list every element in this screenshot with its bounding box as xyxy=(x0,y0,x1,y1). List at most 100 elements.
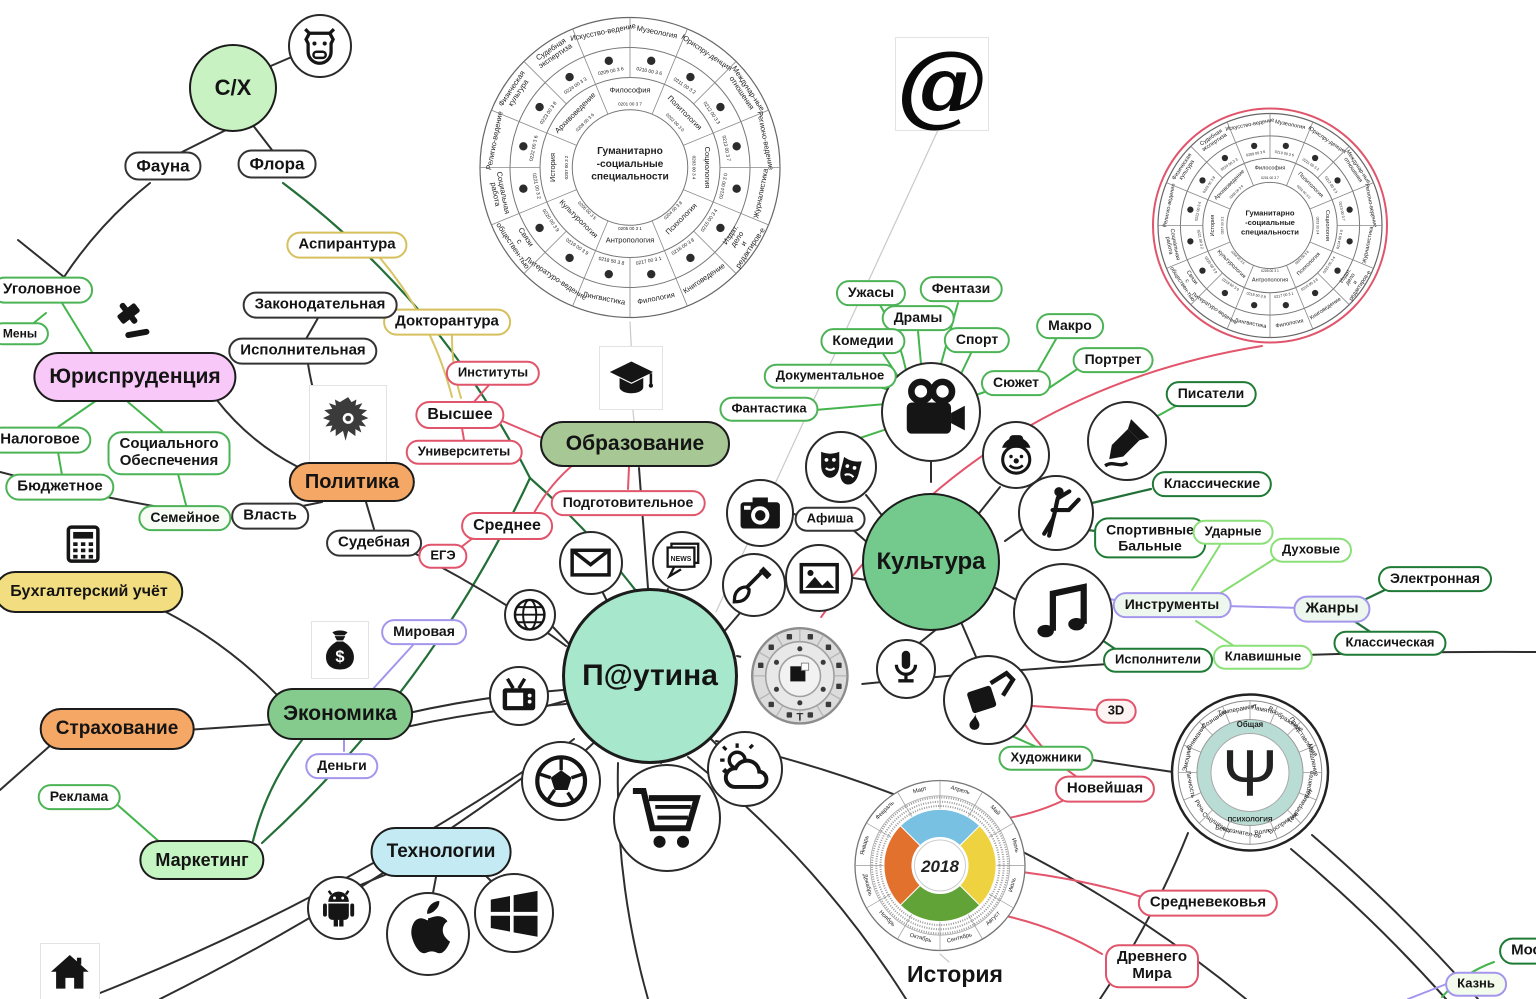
node-history-label[interactable]: История xyxy=(907,961,1003,988)
node-politics[interactable]: Политика xyxy=(288,462,416,502)
pill-khudozhniki[interactable]: Художники xyxy=(998,745,1094,771)
weather-icon[interactable] xyxy=(707,731,783,807)
pill-afisha[interactable]: Афиша xyxy=(794,506,866,532)
pill-klassicheskie[interactable]: Классические xyxy=(1151,471,1273,497)
pill-semeynoe[interactable]: Семейное xyxy=(138,505,232,531)
pill-makro[interactable]: Макро xyxy=(1036,313,1104,339)
clown-icon[interactable] xyxy=(982,421,1050,489)
gavel-icon[interactable] xyxy=(99,289,161,351)
ballet-icon[interactable] xyxy=(1018,475,1094,551)
design-tools-wheel-icon[interactable]: T xyxy=(738,614,862,738)
pill-aspirantura[interactable]: Аспирантура xyxy=(286,231,408,259)
pill-klavishnye[interactable]: Клавишные xyxy=(1212,644,1314,670)
pill-noveyshaya[interactable]: Новейшая xyxy=(1054,775,1156,803)
node-insurance[interactable]: Страхование xyxy=(39,708,195,750)
pill-3d[interactable]: 3D xyxy=(1095,698,1137,724)
image-icon[interactable] xyxy=(785,544,853,612)
soccer-icon[interactable] xyxy=(521,741,601,821)
pill-flora[interactable]: Флора xyxy=(237,149,317,179)
home-icon[interactable] xyxy=(40,943,100,999)
pill-podgotovitelnoe[interactable]: Подготовительное xyxy=(550,490,706,516)
apple-icon[interactable] xyxy=(386,892,470,976)
pill-sportivnye-balnye[interactable]: Спортивные Бальные xyxy=(1094,517,1206,559)
pill-portret[interactable]: Портрет xyxy=(1072,347,1154,373)
tv-icon[interactable] xyxy=(489,666,549,726)
pill-doktorantura[interactable]: Докторантура xyxy=(383,308,511,336)
pill-meny[interactable]: Мены xyxy=(0,322,50,346)
pill-pisateli[interactable]: Писатели xyxy=(1165,381,1257,407)
pill-elektronnaya[interactable]: Электронная xyxy=(1378,566,1492,592)
mic-icon[interactable] xyxy=(876,639,936,699)
pill-mirovaya[interactable]: Мировая xyxy=(381,619,467,645)
pill-dokumentalnoe[interactable]: Документальное xyxy=(763,363,897,389)
pill-klassicheskaya[interactable]: Классическая xyxy=(1333,630,1447,656)
calculator-icon[interactable] xyxy=(56,517,110,571)
globe-icon[interactable] xyxy=(504,589,556,641)
cart-icon[interactable] xyxy=(613,764,721,872)
pill-ege[interactable]: ЕГЭ xyxy=(418,543,468,569)
news-icon[interactable]: NEWS xyxy=(652,531,712,591)
pill-zhanry[interactable]: Жанры xyxy=(1293,595,1371,623)
pill-fauna[interactable]: Фауна xyxy=(124,151,202,181)
at-symbol-icon[interactable]: @ xyxy=(895,31,989,137)
pill-fentazi[interactable]: Фентази xyxy=(919,276,1003,302)
shovel-icon[interactable] xyxy=(722,553,786,617)
pill-syuzhet[interactable]: Сюжет xyxy=(980,370,1052,396)
pill-ispolnitelnaya[interactable]: Исполнительная xyxy=(228,337,378,365)
movie-camera-icon[interactable] xyxy=(881,362,981,462)
pill-dukhovye[interactable]: Духовые xyxy=(1270,537,1352,563)
pill-byudzhetnoe[interactable]: Бюджетное xyxy=(5,473,115,501)
windows-icon[interactable] xyxy=(474,873,554,953)
node-agriculture[interactable]: С/Х xyxy=(189,44,277,132)
pill-mos[interactable]: Мос xyxy=(1499,937,1536,965)
pill-instituty[interactable]: Институты xyxy=(445,360,541,386)
node-marketing[interactable]: Маркетинг xyxy=(139,840,265,880)
music-icon[interactable] xyxy=(1013,563,1113,663)
pill-zakonodatelnaya[interactable]: Законодательная xyxy=(242,291,398,319)
node-economics[interactable]: Экономика xyxy=(267,688,413,740)
pill-instrumenty[interactable]: Инструменты xyxy=(1112,592,1232,618)
pill-ispolniteli[interactable]: Исполнители xyxy=(1103,647,1213,673)
svg-text:0221 00 3 2: 0221 00 3 2 xyxy=(531,173,542,200)
paint-icon[interactable] xyxy=(943,655,1033,745)
pill-nalogovoe[interactable]: Налоговое xyxy=(0,426,92,454)
pill-ugolovnoe[interactable]: Уголовное xyxy=(0,276,93,304)
pill-vysshee[interactable]: Высшее xyxy=(415,401,505,429)
masks-icon[interactable] xyxy=(805,431,877,503)
pill-fantastika[interactable]: Фантастика xyxy=(719,396,819,422)
pill-komedii[interactable]: Комедии xyxy=(820,328,906,354)
pill-universitety[interactable]: Университеты xyxy=(405,439,523,465)
graduation-cap-icon[interactable] xyxy=(599,346,663,410)
coat-of-arms-icon[interactable] xyxy=(309,385,387,463)
envelope-icon[interactable] xyxy=(559,531,623,595)
pill-sotsobespecheniya[interactable]: Социального Обеспечения xyxy=(107,431,231,475)
pill-sport[interactable]: Спорт xyxy=(943,327,1011,353)
pen-icon[interactable] xyxy=(1087,401,1167,481)
node-education[interactable]: Образование xyxy=(540,421,730,467)
pill-drevnego-mira[interactable]: Древнего Мира xyxy=(1104,944,1200,988)
clown-icon xyxy=(984,423,1048,487)
pill-uzhasy[interactable]: Ужасы xyxy=(835,280,907,306)
camera-icon[interactable] xyxy=(726,479,794,547)
node-culture[interactable]: Культура xyxy=(862,493,1000,631)
pill-vlast[interactable]: Власть xyxy=(231,502,309,530)
pill-srednee[interactable]: Среднее xyxy=(461,512,553,540)
pill-reklama[interactable]: Реклама xyxy=(37,784,121,810)
node-accounting[interactable]: Бухгалтерский учёт xyxy=(0,571,184,613)
node-law[interactable]: Юриспруденция xyxy=(33,352,237,402)
node-technology[interactable]: Технологии xyxy=(370,827,512,877)
android-icon[interactable] xyxy=(307,876,371,940)
pill-srednevekovya[interactable]: Средневековья xyxy=(1137,889,1279,917)
pill-dengi[interactable]: Деньги xyxy=(305,753,379,779)
pill-udarnye[interactable]: Ударные xyxy=(1192,519,1274,545)
pill-dramy[interactable]: Драмы xyxy=(881,305,955,331)
cow-icon[interactable] xyxy=(288,14,352,78)
pill-sudebnaya[interactable]: Судебная xyxy=(326,529,422,557)
node-center[interactable]: П@утина xyxy=(562,588,738,764)
money-bag-icon[interactable]: $ xyxy=(311,621,369,679)
pill-kazn[interactable]: Казнь xyxy=(1445,971,1507,997)
